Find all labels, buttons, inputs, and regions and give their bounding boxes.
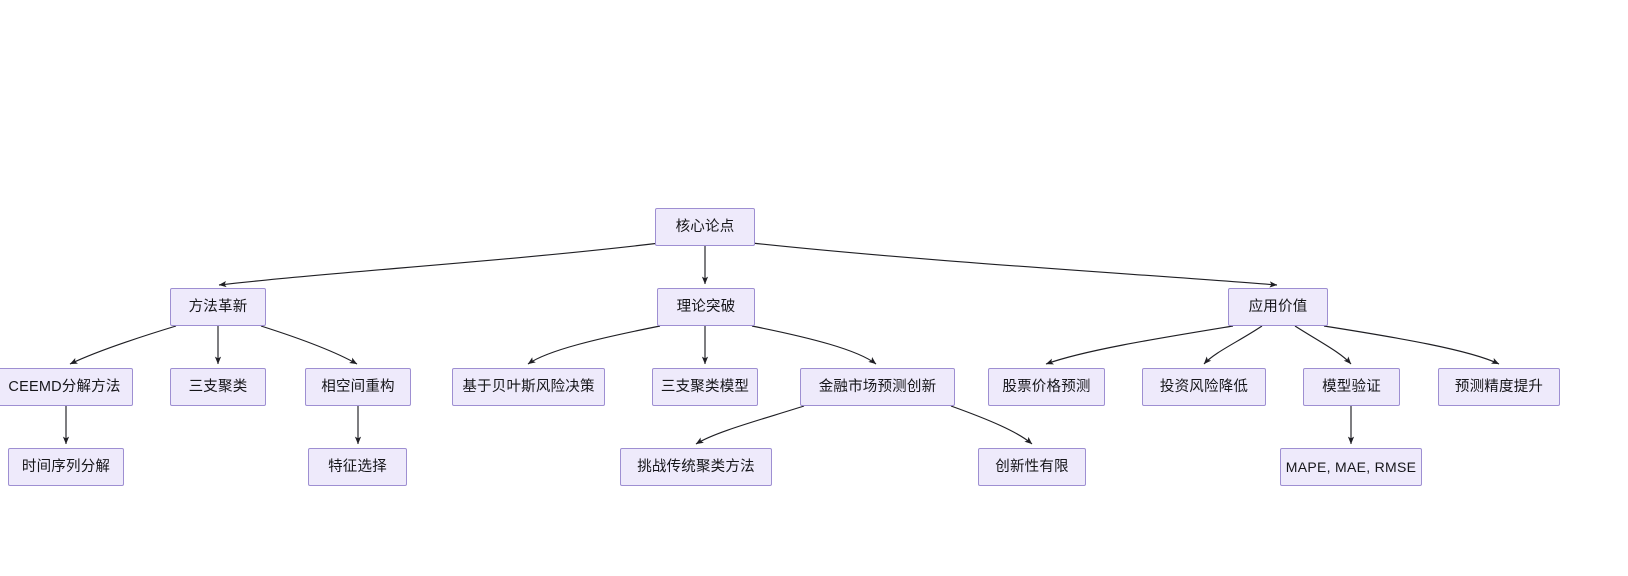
edge-n2-to-n9 — [751, 325, 877, 365]
mindmap-node-label: 核心论点 — [675, 218, 735, 235]
edge-n9-to-n16 — [695, 405, 805, 445]
edge-n1-to-n6 — [260, 325, 358, 365]
mindmap-node-label: 方法革新 — [188, 298, 248, 315]
mindmap-node-n8[interactable]: 三支聚类模型 — [652, 368, 758, 406]
mindmap-node-n11[interactable]: 投资风险降低 — [1142, 368, 1266, 406]
edge-n3-to-n13 — [1323, 325, 1500, 365]
mindmap-node-label: 时间序列分解 — [21, 458, 111, 475]
mindmap-node-label: 三支聚类 — [188, 378, 248, 395]
edge-n9-to-n17 — [950, 405, 1033, 445]
mindmap-node-n5[interactable]: 三支聚类 — [170, 368, 266, 406]
mindmap-node-label: 金融市场预测创新 — [818, 378, 937, 395]
mindmap-node-label: 挑战传统聚类方法 — [637, 458, 755, 475]
mindmap-node-label: 特征选择 — [328, 458, 387, 475]
mindmap-node-label: 相空间重构 — [321, 378, 395, 395]
edge-n0-to-n3 — [751, 242, 1278, 288]
edge-n3-to-n10 — [1045, 325, 1234, 365]
mindmap-node-label: 三支聚类模型 — [660, 378, 750, 395]
mindmap-node-n3[interactable]: 应用价值 — [1228, 288, 1328, 326]
mindmap-node-n17[interactable]: 创新性有限 — [978, 448, 1086, 486]
edges-group — [62, 242, 1500, 445]
mindmap-node-label: MAPE, MAE, RMSE — [1285, 459, 1417, 475]
edge-n3-to-n12 — [1294, 325, 1352, 365]
mindmap-node-label: 预测精度提升 — [1454, 378, 1544, 395]
mindmap-node-n16[interactable]: 挑战传统聚类方法 — [620, 448, 772, 486]
mindmap-node-n9[interactable]: 金融市场预测创新 — [800, 368, 955, 406]
mindmap-node-label: CEEMD分解方法 — [8, 378, 121, 395]
edge-n3-to-n11 — [1203, 325, 1263, 365]
mindmap-node-n14[interactable]: 时间序列分解 — [8, 448, 124, 486]
mindmap-node-n7[interactable]: 基于贝叶斯风险决策 — [452, 368, 605, 406]
mindmap-node-n2[interactable]: 理论突破 — [657, 288, 755, 326]
mindmap-node-n6[interactable]: 相空间重构 — [305, 368, 411, 406]
mindmap-node-n0[interactable]: 核心论点 — [655, 208, 755, 246]
mindmap-node-n1[interactable]: 方法革新 — [170, 288, 266, 326]
mindmap-node-label: 股票价格预测 — [1002, 378, 1091, 395]
mindmap-node-n13[interactable]: 预测精度提升 — [1438, 368, 1560, 406]
mindmap-node-n18[interactable]: MAPE, MAE, RMSE — [1280, 448, 1422, 486]
mindmap-node-label: 模型验证 — [1322, 378, 1381, 395]
edge-n0-to-n1 — [218, 242, 661, 288]
mindmap-node-n15[interactable]: 特征选择 — [308, 448, 407, 486]
edge-n1-to-n4 — [69, 325, 177, 365]
mindmap-node-label: 创新性有限 — [995, 458, 1069, 475]
mindmap-node-label: 应用价值 — [1248, 298, 1308, 315]
mindmap-node-n12[interactable]: 模型验证 — [1303, 368, 1400, 406]
mindmap-node-label: 基于贝叶斯风险决策 — [462, 378, 595, 395]
edge-n2-to-n7 — [527, 325, 661, 365]
mindmap-node-n4[interactable]: CEEMD分解方法 — [0, 368, 133, 406]
mindmap-node-label: 投资风险降低 — [1159, 378, 1249, 395]
mindmap-node-label: 理论突破 — [676, 298, 736, 315]
mindmap-node-n10[interactable]: 股票价格预测 — [988, 368, 1105, 406]
